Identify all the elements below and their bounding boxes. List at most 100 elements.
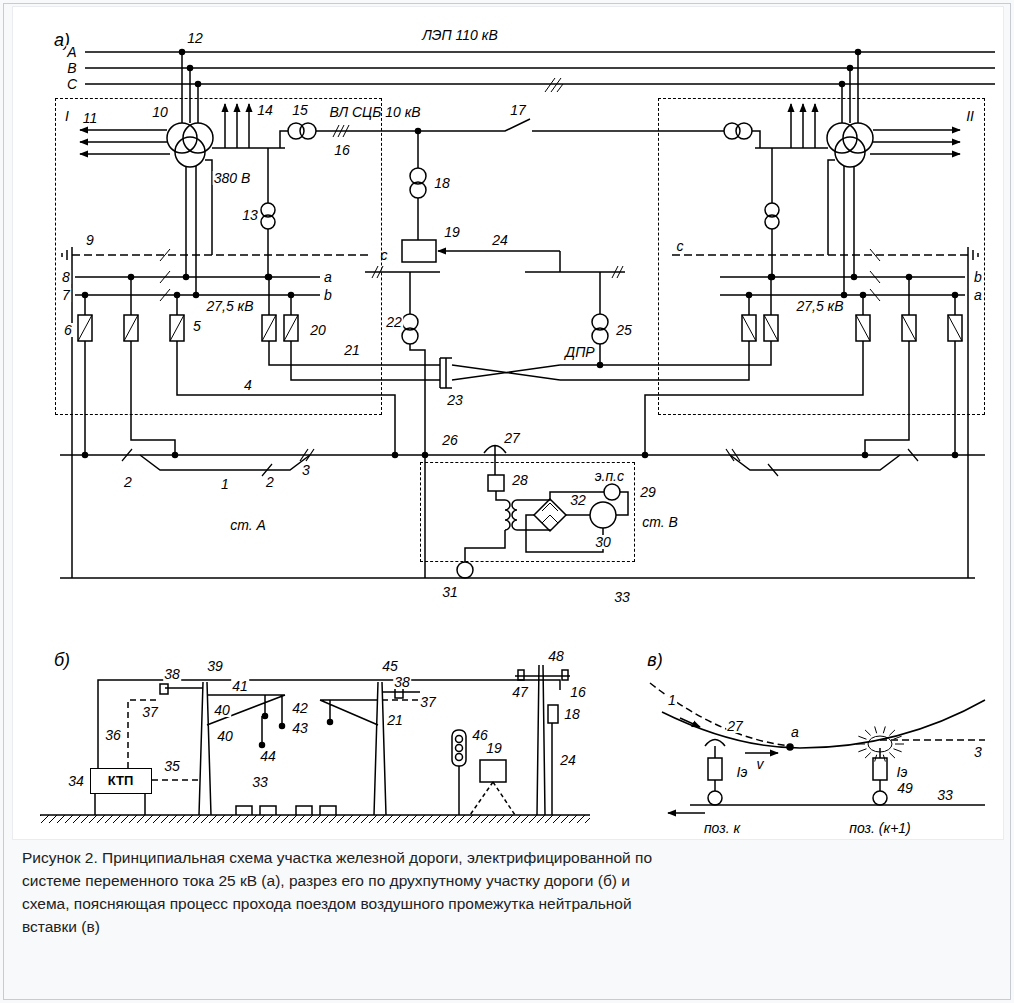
callout-label: ДПР: [564, 345, 595, 359]
traction-substation: [80, 153, 170, 155]
callout-label: ст. А: [229, 518, 267, 532]
callout-label: 38: [163, 667, 181, 681]
locomotive: [542, 503, 558, 523]
neutral-gap-scheme: [690, 804, 985, 806]
callout-label: поз. (к+1): [848, 821, 912, 835]
callout-label: 6: [63, 323, 73, 337]
callout-label: 10: [151, 105, 169, 119]
callout-label: 11: [82, 111, 99, 125]
cross-section: [260, 743, 265, 748]
callout-label: 36: [104, 728, 122, 742]
locomotive: [484, 446, 506, 476]
cross-section: [456, 754, 463, 761]
traction-substation: [129, 275, 134, 280]
cross-section: [207, 695, 285, 745]
locomotive: [488, 475, 504, 491]
locomotive: [590, 502, 616, 528]
cross-section: [551, 723, 553, 815]
traction-substation: [80, 141, 167, 143]
callout-label: 9: [85, 233, 95, 247]
traction-substation: [267, 275, 272, 280]
callout-label: 28: [511, 473, 529, 487]
cross-section: [458, 766, 460, 815]
signal-line-10kv: [559, 251, 561, 272]
signal-line-10kv: [333, 125, 349, 137]
callout-label: 38: [393, 675, 411, 689]
callout-label: 3: [973, 745, 983, 759]
cross-section: [40, 815, 590, 823]
callout-label: A: [66, 45, 77, 59]
cross-section: [280, 724, 285, 729]
traction-substation: [175, 293, 180, 298]
cross-section: [160, 684, 168, 694]
callout-label: 2: [123, 475, 133, 489]
arc-spark: [865, 753, 871, 758]
callout-label: 40: [216, 729, 234, 743]
callout-label: 13: [241, 208, 259, 222]
callout-label: б): [53, 651, 71, 669]
callout-label: 26: [441, 433, 459, 447]
cross-section: [395, 688, 403, 698]
callout-label: 24: [491, 233, 509, 247]
traction-substation: [267, 229, 269, 277]
arc-spark: [889, 730, 895, 735]
callout-label: 380 В: [213, 171, 252, 185]
traction-substation: [280, 131, 288, 148]
cross-section: [456, 736, 463, 743]
callout-label: 27: [503, 431, 521, 445]
neutral-insertion: [440, 358, 452, 388]
neutral-insertion: [402, 328, 418, 344]
traction-substation: [194, 293, 199, 298]
callout-label: a: [973, 288, 983, 302]
traction-substation: [62, 247, 72, 263]
neutral-insertion: [452, 365, 600, 380]
callout-label: 16: [569, 685, 587, 699]
callout-label: 33: [613, 590, 631, 604]
cross-section: [548, 705, 558, 723]
line-110kv: [545, 78, 563, 92]
locomotive: [512, 500, 517, 530]
locomotive: [505, 500, 510, 530]
traction-substation: [186, 160, 212, 295]
callout-label: 4: [243, 378, 253, 392]
cross-section: [518, 670, 524, 680]
callout-label: 30: [594, 535, 612, 549]
figure-caption: Рисунок 2. Принципиальная схема участка …: [22, 846, 672, 938]
callout-label: 37: [141, 705, 159, 719]
signal-line-10kv: [438, 250, 560, 252]
callout-label: 46: [471, 728, 489, 742]
traction-substation: [236, 104, 238, 148]
callout-label: Iэ: [896, 765, 909, 779]
cross-section: [320, 700, 378, 725]
track: [60, 455, 985, 578]
arc-spark: [894, 749, 902, 752]
neutral-insertion: [365, 271, 625, 273]
neutral-gap-scheme: [714, 780, 716, 791]
traction-substation: [160, 249, 170, 301]
neutral-gap-scheme: [856, 726, 904, 761]
locomotive: [566, 514, 590, 516]
rolling-stock-frame: э.п.с: [420, 462, 635, 562]
cross-section: [562, 670, 568, 680]
arc-spark: [889, 753, 895, 758]
arc-spark: [865, 730, 871, 735]
neutral-insertion: [592, 328, 608, 344]
callout-label: 47: [511, 685, 529, 699]
callout-label: 8: [61, 270, 71, 284]
locomotive: [457, 446, 628, 579]
callout-label: 21: [343, 343, 361, 357]
callout-label: 17: [509, 103, 527, 117]
callout-label: 24: [559, 753, 577, 767]
neutral-gap-scheme: [880, 739, 985, 741]
callout-label: 27,5 кВ: [205, 299, 254, 313]
node-title: II: [965, 109, 975, 123]
neutral-gap-scheme: [879, 748, 881, 758]
callout-label: b: [973, 270, 983, 284]
track: [60, 577, 975, 579]
callout-label: 18: [563, 707, 581, 721]
callout-label: 49: [896, 781, 914, 795]
cross-section: [40, 814, 590, 816]
callout-label: 19: [485, 741, 503, 755]
locomotive: [616, 492, 628, 515]
callout-label: 48: [547, 649, 565, 663]
